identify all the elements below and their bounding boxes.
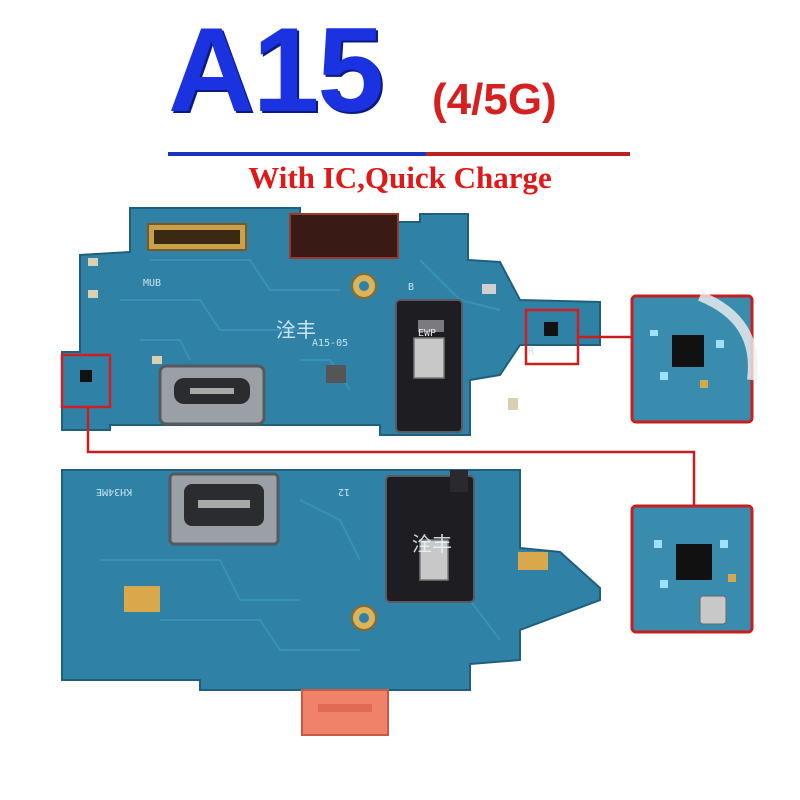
board-connector-icon xyxy=(147,223,247,251)
subtitle: With IC,Quick Charge xyxy=(248,160,552,195)
silk-mub: MUB xyxy=(143,278,162,289)
gold-pad-left xyxy=(124,586,160,612)
usb-c-port-icon xyxy=(158,364,266,426)
title-block: A15 (4/5G) With IC,Quick Charge xyxy=(0,0,800,193)
headphone-jack-icon xyxy=(395,299,463,433)
pcb-traces-top xyxy=(120,259,501,391)
usb-c-port-bottom-icon xyxy=(168,472,280,546)
components-top xyxy=(80,258,558,410)
flex-pad xyxy=(289,213,399,259)
charge-ic-zoom-1 xyxy=(672,335,704,367)
charge-ic-highlight-left xyxy=(60,353,112,409)
bottom-board xyxy=(61,469,601,736)
pcb-traces-bottom xyxy=(100,499,501,651)
charge-ic-zoom-2 xyxy=(676,544,712,580)
silk-b: B xyxy=(408,282,415,293)
variant-label: (4/5G) xyxy=(432,75,557,124)
silk-kh34me: KH34ME xyxy=(96,486,133,497)
watermark-top: 洤丰 xyxy=(276,318,316,342)
silk-r: R xyxy=(528,346,535,357)
headphone-jack-bottom-icon xyxy=(385,470,475,603)
mounting-hole-center xyxy=(359,281,369,291)
gold-pad-right xyxy=(518,552,548,570)
silk-12: 12 xyxy=(338,486,351,497)
silk-ewp: EWP xyxy=(418,328,437,339)
watermark-bottom: 洤丰 xyxy=(412,532,452,556)
mounting-hole-bottom-center xyxy=(359,613,369,623)
callout-bottom-right xyxy=(86,407,754,634)
flex-tab-bottom xyxy=(301,689,389,736)
flex-tab-slot xyxy=(318,704,372,712)
title-underline-red xyxy=(426,152,630,156)
silk-a15: A15-05 xyxy=(312,338,349,349)
callout-top-right xyxy=(578,291,758,424)
model-title: A15 xyxy=(168,3,384,137)
top-board xyxy=(60,207,601,436)
title-underline-blue xyxy=(168,152,426,156)
